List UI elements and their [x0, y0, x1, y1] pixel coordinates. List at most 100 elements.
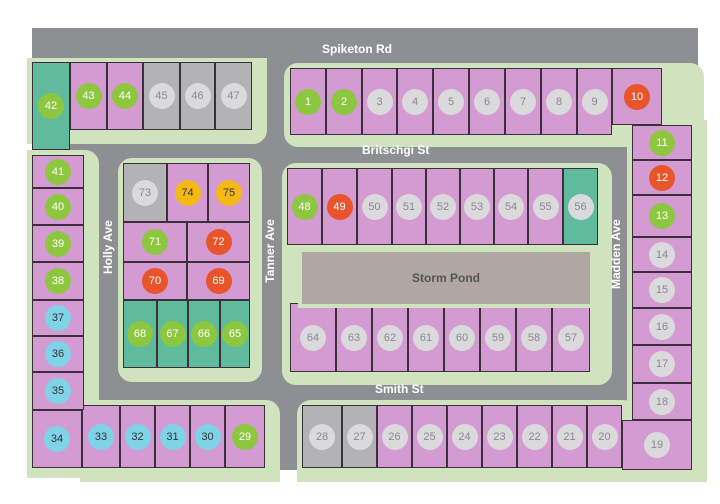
lot-36[interactable]: 36 — [32, 336, 84, 372]
lot-44[interactable]: 44 — [107, 62, 143, 130]
lot-62[interactable]: 62 — [372, 303, 408, 372]
lot-31[interactable]: 31 — [155, 405, 190, 468]
lot-51[interactable]: 51 — [392, 168, 426, 245]
lot-19[interactable]: 19 — [622, 420, 692, 470]
lot-24[interactable]: 24 — [447, 405, 482, 468]
lot-28[interactable]: 28 — [302, 405, 342, 468]
street-label-madden: Madden Ave — [609, 219, 623, 289]
lot-7[interactable]: 7 — [505, 68, 541, 135]
lot-number-badge: 36 — [45, 341, 71, 367]
street-label-smith: Smith St — [375, 382, 424, 396]
lot-64[interactable]: 64 — [290, 303, 336, 372]
lot-65[interactable]: 65 — [220, 300, 250, 368]
street-label-tanner: Tanner Ave — [263, 219, 277, 283]
lot-18[interactable]: 18 — [632, 383, 692, 420]
lot-22[interactable]: 22 — [517, 405, 552, 468]
lot-53[interactable]: 53 — [460, 168, 494, 245]
lot-number-badge: 26 — [381, 423, 408, 450]
lot-30[interactable]: 30 — [190, 405, 225, 468]
lot-26[interactable]: 26 — [377, 405, 412, 468]
lot-75[interactable]: 75 — [208, 163, 250, 222]
lot-45[interactable]: 45 — [143, 62, 180, 130]
lot-50[interactable]: 50 — [357, 168, 392, 245]
lot-number-badge: 29 — [232, 423, 258, 450]
lot-number-badge: 14 — [649, 241, 675, 268]
lot-8[interactable]: 8 — [541, 68, 577, 135]
lot-number-badge: 31 — [159, 423, 186, 450]
lot-2[interactable]: 2 — [326, 68, 362, 135]
lot-number-badge: 60 — [449, 324, 475, 351]
lot-66[interactable]: 66 — [188, 300, 220, 368]
lot-32[interactable]: 32 — [120, 405, 155, 468]
lot-3[interactable]: 3 — [362, 68, 397, 135]
lot-13[interactable]: 13 — [632, 195, 692, 237]
lot-74[interactable]: 74 — [167, 163, 208, 222]
lot-58[interactable]: 58 — [516, 303, 552, 372]
lot-52[interactable]: 52 — [426, 168, 460, 245]
lot-71[interactable]: 71 — [123, 222, 187, 262]
lot-number-badge: 16 — [649, 313, 675, 340]
lot-number-badge: 72 — [205, 229, 232, 255]
lot-4[interactable]: 4 — [397, 68, 433, 135]
lot-69[interactable]: 69 — [187, 262, 250, 300]
lot-57[interactable]: 57 — [552, 303, 590, 372]
lot-6[interactable]: 6 — [469, 68, 505, 135]
lot-49[interactable]: 49 — [322, 168, 357, 245]
lot-60[interactable]: 60 — [444, 303, 480, 372]
lot-35[interactable]: 35 — [32, 372, 84, 410]
lot-15[interactable]: 15 — [632, 272, 692, 308]
lot-37[interactable]: 37 — [32, 300, 84, 336]
storm-pond: Storm Pond — [298, 248, 594, 308]
storm-pond-label: Storm Pond — [412, 271, 480, 285]
lot-56[interactable]: 56 — [563, 168, 598, 245]
lot-47[interactable]: 47 — [215, 62, 252, 130]
lot-16[interactable]: 16 — [632, 308, 692, 345]
lot-number-badge: 57 — [558, 324, 584, 351]
lot-number-badge: 68 — [127, 321, 153, 347]
lot-72[interactable]: 72 — [187, 222, 250, 262]
lot-43[interactable]: 43 — [70, 62, 107, 130]
lot-number-badge: 59 — [485, 324, 511, 351]
lot-55[interactable]: 55 — [528, 168, 563, 245]
lot-9[interactable]: 9 — [577, 68, 612, 135]
lot-number-badge: 64 — [300, 324, 326, 351]
lot-59[interactable]: 59 — [480, 303, 516, 372]
lot-number-badge: 65 — [222, 321, 248, 347]
lot-20[interactable]: 20 — [587, 405, 622, 468]
lot-34[interactable]: 34 — [32, 410, 82, 468]
lot-number-badge: 71 — [142, 229, 168, 255]
lot-number-badge: 25 — [416, 423, 443, 450]
lot-48[interactable]: 48 — [287, 168, 322, 245]
lot-39[interactable]: 39 — [32, 225, 84, 262]
lot-1[interactable]: 1 — [290, 68, 326, 135]
lot-73[interactable]: 73 — [123, 163, 167, 222]
lot-25[interactable]: 25 — [412, 405, 447, 468]
lot-number-badge: 48 — [291, 193, 318, 220]
lot-number-badge: 12 — [649, 164, 675, 191]
lot-33[interactable]: 33 — [82, 405, 120, 468]
lot-41[interactable]: 41 — [32, 155, 84, 188]
lot-21[interactable]: 21 — [552, 405, 587, 468]
lot-68[interactable]: 68 — [123, 300, 157, 368]
lot-40[interactable]: 40 — [32, 188, 84, 225]
lot-42[interactable]: 42 — [32, 62, 70, 150]
lot-12[interactable]: 12 — [632, 160, 692, 195]
lot-63[interactable]: 63 — [336, 303, 372, 372]
lot-54[interactable]: 54 — [494, 168, 528, 245]
lot-29[interactable]: 29 — [225, 405, 265, 468]
lot-5[interactable]: 5 — [433, 68, 469, 135]
lot-17[interactable]: 17 — [632, 345, 692, 383]
lot-70[interactable]: 70 — [123, 262, 187, 300]
lot-number-badge: 75 — [216, 179, 242, 206]
lot-14[interactable]: 14 — [632, 237, 692, 272]
lot-61[interactable]: 61 — [408, 303, 444, 372]
lot-number-badge: 35 — [45, 378, 71, 404]
lot-10[interactable]: 10 — [612, 68, 662, 125]
lot-46[interactable]: 46 — [180, 62, 215, 130]
lot-number-badge: 4 — [402, 88, 428, 115]
lot-27[interactable]: 27 — [342, 405, 377, 468]
lot-23[interactable]: 23 — [482, 405, 517, 468]
lot-67[interactable]: 67 — [157, 300, 188, 368]
lot-38[interactable]: 38 — [32, 262, 84, 300]
lot-11[interactable]: 11 — [632, 125, 692, 160]
